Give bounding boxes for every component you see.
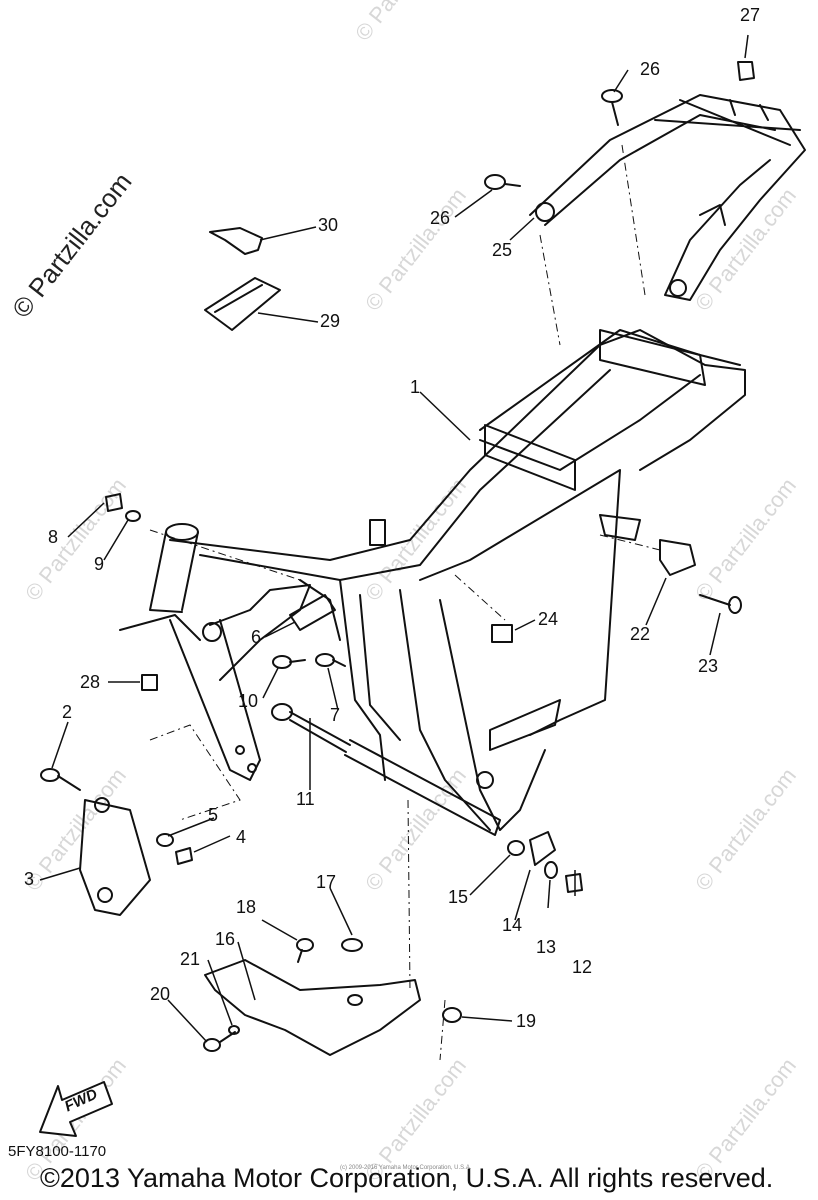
diagram-code: 5FY8100-1170	[8, 1143, 107, 1160]
callout-8: 8	[48, 527, 59, 547]
callout-1: 1	[410, 377, 421, 397]
bolt-7	[315, 653, 346, 667]
copyright: ©2013 Yamaha Motor Corporation, U.S.A. A…	[40, 1163, 774, 1193]
callout-4: 4	[236, 827, 247, 847]
bolt-11	[271, 703, 351, 753]
callout-13: 13	[536, 937, 557, 957]
bracket-14	[529, 831, 556, 866]
callout-29: 29	[320, 311, 341, 331]
callout-22: 22	[630, 624, 651, 644]
callout-19: 19	[516, 1011, 537, 1031]
callout-21: 21	[180, 949, 201, 969]
callout-30: 30	[318, 215, 339, 235]
bolt-26b	[484, 174, 521, 190]
callout-15: 15	[448, 887, 469, 907]
callout-14: 14	[502, 915, 523, 935]
rear-subframe	[529, 94, 806, 301]
collar-24	[491, 624, 513, 643]
bracket-6	[289, 594, 336, 631]
callout-9: 9	[94, 554, 105, 574]
callout-7: 7	[330, 705, 341, 725]
callout-16: 16	[215, 929, 236, 949]
forward-arrow-icon	[39, 1081, 113, 1137]
cross-tube	[344, 739, 501, 836]
grommet-17	[341, 938, 363, 952]
callout-27: 27	[740, 5, 761, 25]
callout-18: 18	[236, 897, 257, 917]
callout-5: 5	[208, 805, 219, 825]
screw-23	[699, 594, 742, 614]
callout-3: 3	[24, 869, 35, 889]
callout-28: 28	[80, 672, 101, 692]
bolt-19	[442, 1007, 462, 1023]
nut-8	[105, 493, 123, 512]
downtube	[169, 619, 261, 781]
callout-26-top: 26	[640, 59, 661, 79]
collar-15	[507, 840, 525, 856]
gusset	[209, 584, 311, 681]
bracket-22	[659, 539, 696, 576]
nut-12	[565, 873, 583, 893]
label-28	[141, 674, 158, 691]
steering-head	[119, 523, 201, 641]
bolt-10	[272, 655, 306, 669]
washer-9	[125, 510, 141, 522]
washer-13	[544, 861, 558, 879]
pouch-29	[204, 277, 281, 331]
callout-10: 10	[238, 691, 259, 711]
nut-4	[175, 847, 193, 865]
washer-21	[228, 1025, 240, 1035]
callout-23: 23	[698, 656, 719, 676]
callout-6: 6	[251, 627, 262, 647]
callout-17: 17	[316, 872, 337, 892]
bolt-20	[203, 1031, 236, 1052]
bolt-26	[601, 89, 623, 126]
skid-plate-16	[204, 959, 421, 1056]
callout-25: 25	[492, 240, 513, 260]
callout-26: 26	[430, 208, 451, 228]
callout-12: 12	[572, 957, 593, 977]
callout-11: 11	[296, 789, 315, 809]
fine-print: (c) 2009-2016 Yamaha Motor Corporation, …	[340, 1165, 472, 1171]
plate-3	[79, 799, 151, 916]
collar-27	[737, 61, 755, 81]
bolt-2	[40, 768, 81, 791]
main-frame	[169, 329, 746, 831]
callout-2: 2	[62, 702, 73, 722]
clip-30	[209, 227, 263, 255]
callout-24: 24	[538, 609, 559, 629]
washer-5	[156, 833, 174, 847]
callout-20: 20	[150, 984, 171, 1004]
bolt-18	[296, 938, 314, 963]
